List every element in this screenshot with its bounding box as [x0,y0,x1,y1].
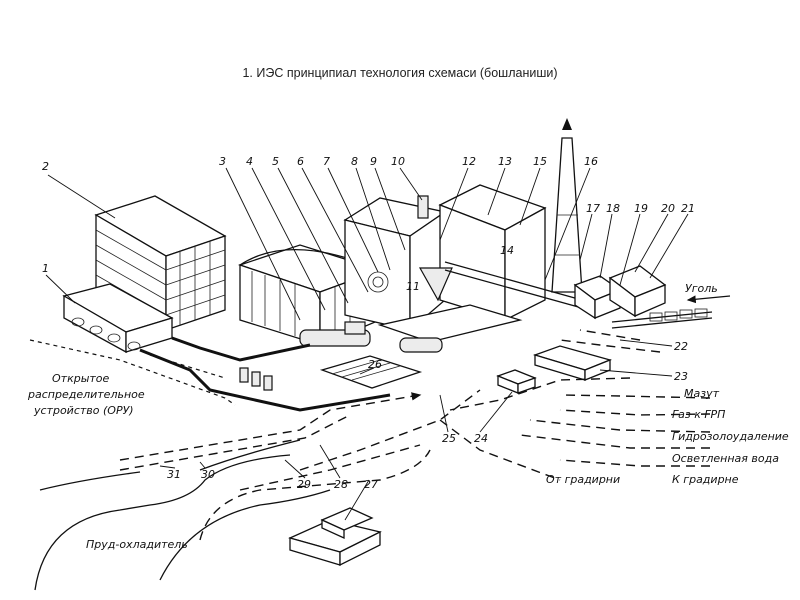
outflow-channel [39,439,301,491]
oru-label-3: устройство (ОРУ) [33,404,134,417]
boiler-house [343,184,547,353]
to-cooling-tower-label: К градирне [672,473,739,486]
callout-9: 9 [370,155,377,168]
callout-21: 21 [681,202,695,215]
gas-label: Газ к ГРП [672,408,725,421]
callout-11: 11 [406,280,420,293]
oru-label-2: распределительное [27,388,145,401]
callout-29: 29 [297,478,311,491]
hydro-ash-label: Гидрозолоудаление [672,430,789,443]
page-title: 1. ИЭС принципиал технология схемаси (бо… [242,66,558,80]
callout-3: 3 [219,155,226,168]
pipelines [29,329,711,541]
callout-12: 12 [462,155,476,168]
callout-30: 30 [201,468,215,481]
coal-conveyor [444,261,713,329]
callout-20: 20 [661,202,675,215]
callout-16: 16 [584,155,598,168]
callout-15: 15 [533,155,547,168]
callout-13: 13 [498,155,512,168]
callout-25: 25 [442,432,456,445]
mazut-label: Мазут [684,387,720,400]
callout-7: 7 [323,155,330,168]
callout-31: 31 [167,468,181,481]
callout-6: 6 [297,155,304,168]
callout-1: 1 [42,262,49,275]
leader-lines [45,167,689,521]
callout-27: 27 [364,478,378,491]
flow-labels: Открытое распределительное устройство (О… [27,282,789,551]
cooling-pond-contour [34,454,331,591]
callout-26: 26 [368,358,382,371]
callout-8: 8 [351,155,358,168]
callout-28: 28 [334,478,348,491]
clarified-water-label: Осветленная вода [672,452,779,465]
callout-numbers: 1 2 3 4 5 6 7 8 9 10 11 12 13 14 15 16 1… [42,155,695,491]
from-cooling-tower-label: От градирни [546,473,620,486]
pump-station [288,507,382,567]
callout-22: 22 [674,340,688,353]
callout-17: 17 [586,202,600,215]
callout-23: 23 [674,370,688,383]
coal-label: Уголь [685,282,718,295]
callout-18: 18 [606,202,620,215]
switchyard [139,336,391,412]
transformer-block [62,283,174,354]
callout-4: 4 [246,155,253,168]
oru-label-1: Открытое [52,372,110,385]
callout-24: 24 [474,432,488,445]
callout-10: 10 [391,155,405,168]
auxiliary-buildings [319,345,613,394]
chimney [551,118,583,293]
callout-14: 14 [500,244,514,257]
cooling-pond-label: Пруд-охладитель [86,538,188,551]
callout-19: 19 [634,202,648,215]
callout-2: 2 [42,160,49,173]
callout-5: 5 [272,155,279,168]
